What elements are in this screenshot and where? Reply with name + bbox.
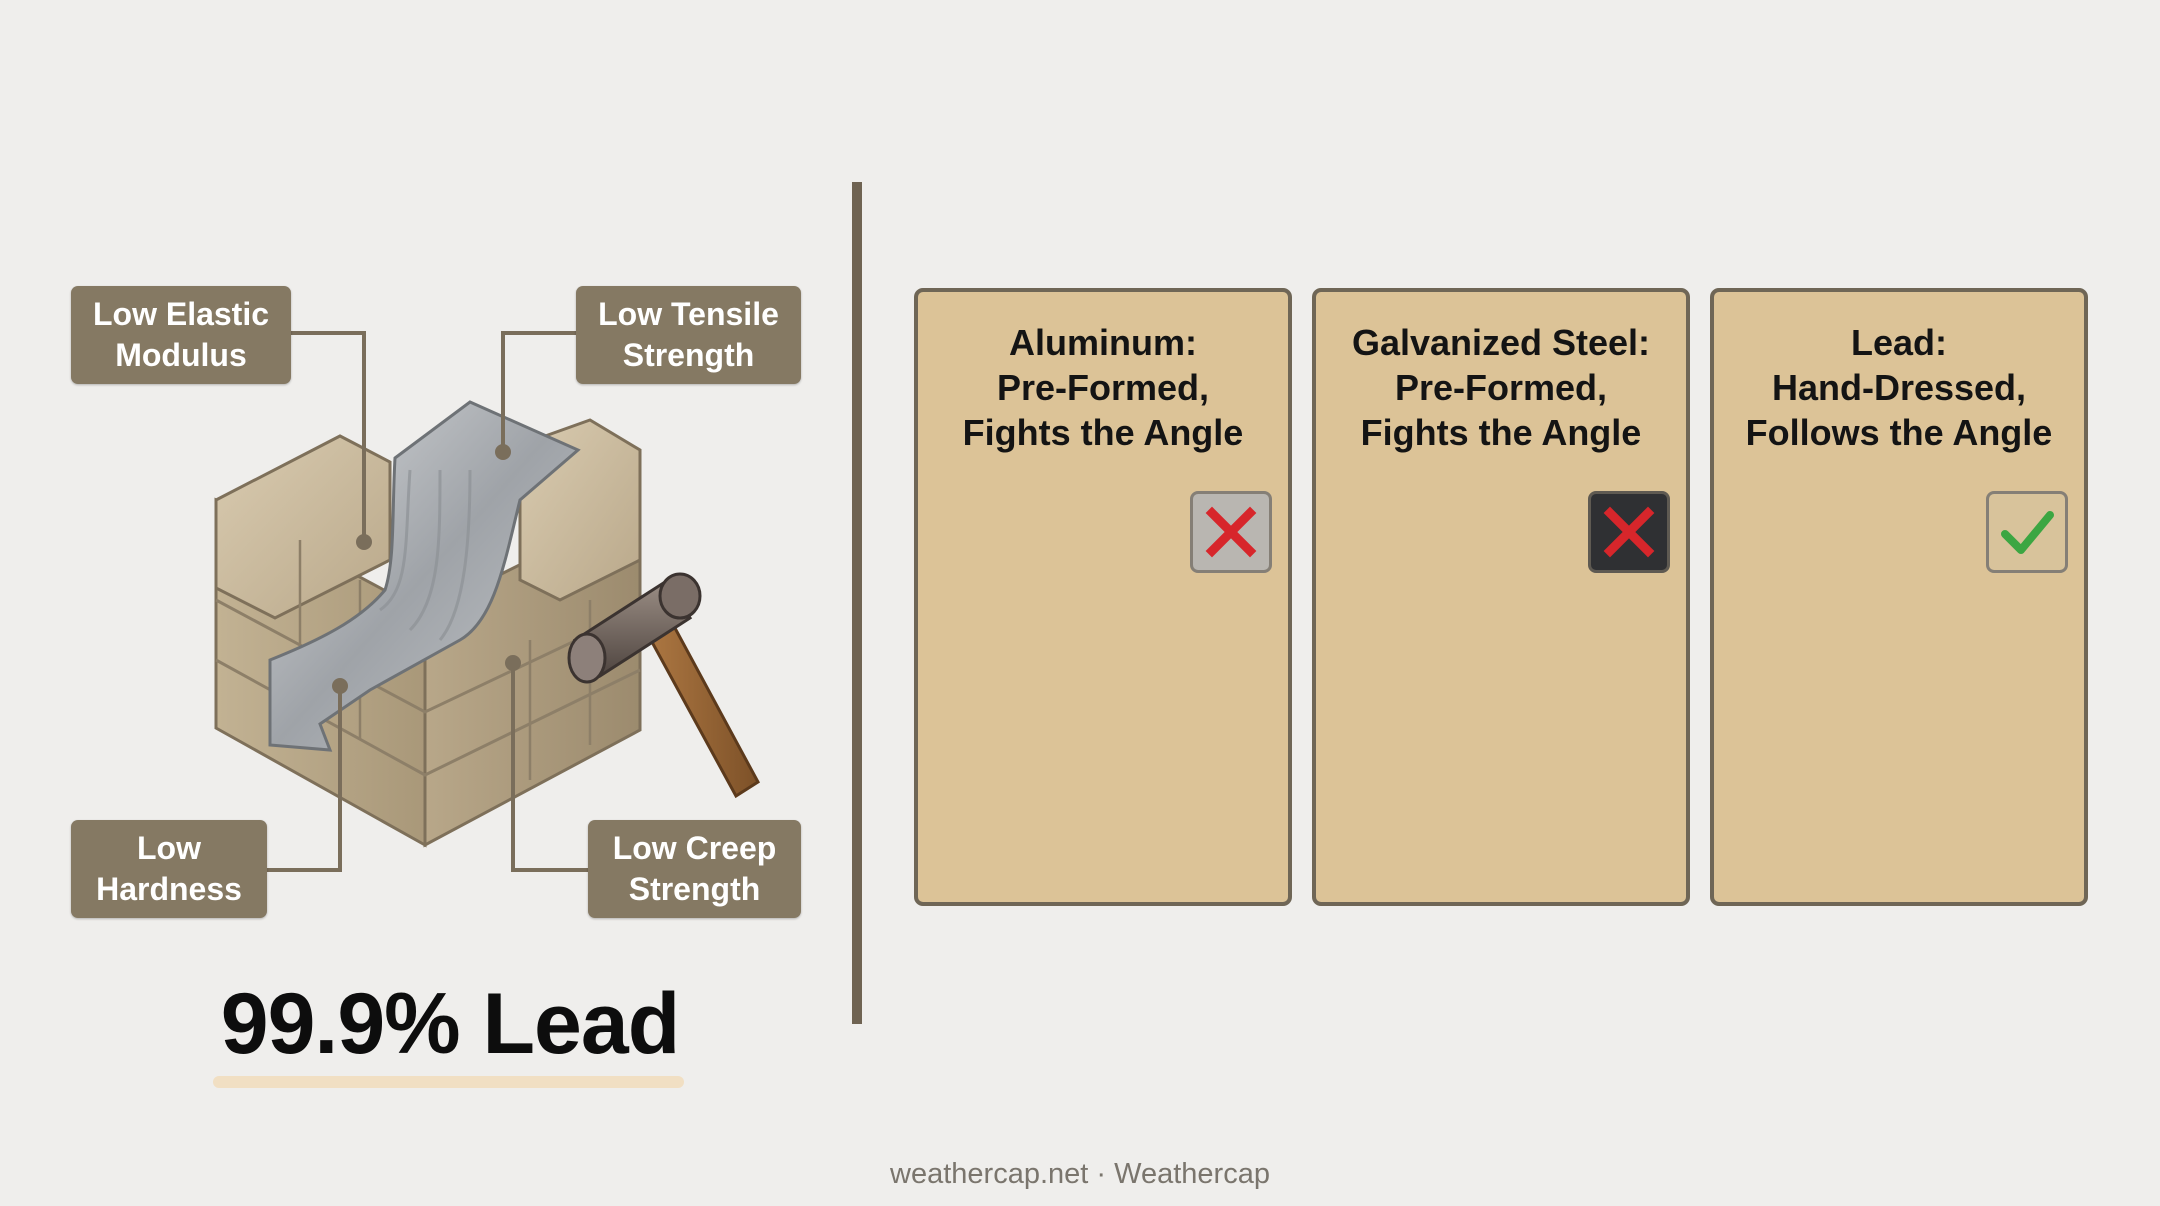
card-steel-title: Galvanized Steel:Pre-Formed,Fights the A… [1351, 322, 1651, 453]
card-lead-title: Lead:Hand-Dressed,Follows the Angle [1745, 322, 2053, 453]
headline-underline [213, 1076, 684, 1088]
vertical-divider [852, 182, 862, 1024]
card-lead: Lead:Hand-Dressed,Follows the Angle [1710, 288, 2088, 906]
cross-icon [1588, 491, 1670, 573]
footer-credit[interactable]: weathercap.net · Weathercap [890, 1158, 1270, 1190]
cross-icon [1190, 491, 1272, 573]
card-aluminum-title: Aluminum:Pre-Formed,Fights the Angle [962, 322, 1244, 453]
check-icon [1986, 491, 2068, 573]
card-galvanized-steel: Galvanized Steel:Pre-Formed,Fights the A… [1312, 288, 1690, 906]
headline-label: 99.9% Lead [220, 976, 680, 1072]
lead-sheet [268, 400, 581, 752]
hammer-icon [567, 572, 760, 799]
leader-lines [267, 331, 590, 872]
card-aluminum: Aluminum:Pre-Formed,Fights the Angle [914, 288, 1292, 906]
